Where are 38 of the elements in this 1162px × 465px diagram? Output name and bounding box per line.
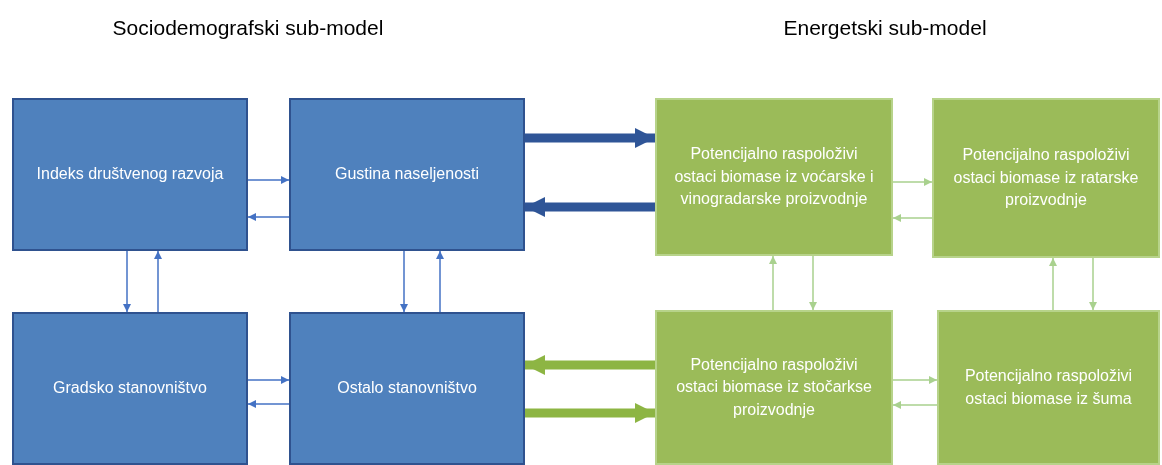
arrow — [247, 213, 290, 221]
arrow — [247, 176, 290, 184]
box-label: Ostalo stanovništvo — [337, 378, 477, 399]
process-box — [937, 310, 1160, 465]
process-box — [12, 98, 248, 251]
process-box — [289, 98, 525, 251]
process-box — [289, 312, 525, 465]
arrow — [1089, 257, 1097, 311]
arrow — [769, 255, 777, 311]
arrow — [892, 401, 938, 409]
arrow — [1049, 257, 1057, 311]
process-box — [655, 310, 893, 465]
box-label: Potencijalno raspoloživi ostaci biomase iz stočarkse proizvodnje — [675, 354, 873, 420]
process-box — [655, 98, 893, 256]
arrow — [525, 197, 655, 217]
arrow — [892, 178, 933, 186]
box-label: Gradsko stanovništvo — [53, 378, 207, 399]
box-label: Potencijalno raspoloživi ostaci biomase iz šuma — [963, 366, 1134, 409]
arrow — [809, 255, 817, 311]
arrow — [892, 214, 933, 222]
arrow — [892, 376, 938, 384]
process-box — [932, 98, 1160, 258]
section-heading: Sociodemografski sub-model — [112, 16, 384, 40]
arrow — [525, 403, 655, 423]
arrow — [247, 400, 290, 408]
box-label: Potencijalno raspoloživi ostaci biomase iz ratarske proizvodnje — [952, 145, 1140, 211]
box-label: Indeks društvenog razvoja — [36, 164, 224, 185]
arrow — [123, 250, 131, 313]
arrow — [247, 376, 290, 384]
arrow — [525, 128, 655, 148]
arrow — [400, 250, 408, 313]
section-heading: Energetski sub-model — [783, 16, 987, 40]
arrow — [436, 250, 444, 313]
process-box — [12, 312, 248, 465]
arrow — [154, 250, 162, 313]
box-label: Gustina naseljenosti — [334, 164, 480, 185]
arrow — [525, 355, 655, 375]
box-label: Potencijalno raspoloživi ostaci biomase iz voćarske i vinogradarske proizvodnje — [673, 144, 875, 210]
